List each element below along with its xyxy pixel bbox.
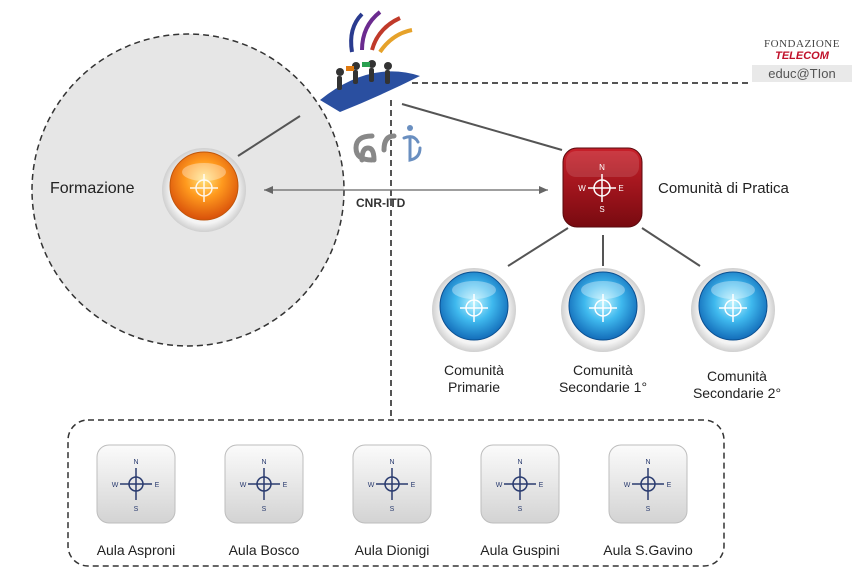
- compass-n: N: [645, 459, 650, 466]
- aula-label: Aula Bosco: [228, 542, 300, 558]
- aula-tile[interactable]: N S E W: [352, 444, 432, 524]
- secondarie2-label-line1: Comunità: [707, 368, 767, 384]
- compass-s: S: [390, 506, 395, 513]
- secondarie1-label-line1: Comunità: [573, 362, 633, 378]
- aula-label: Aula Asproni: [96, 542, 176, 558]
- compass-w: W: [368, 482, 375, 489]
- itd-people-logo: [320, 10, 420, 112]
- compass-icon: [376, 468, 408, 500]
- aula-label: Aula S.Gavino: [603, 542, 693, 558]
- compass-n: N: [133, 459, 138, 466]
- compass-w: W: [240, 482, 247, 489]
- aula-tile[interactable]: N S E W: [608, 444, 688, 524]
- secondarie1-node[interactable]: [561, 268, 645, 352]
- compass-icon: [248, 468, 280, 500]
- compass-s: S: [599, 205, 604, 214]
- arrowhead-right: [539, 186, 548, 194]
- primarie-label-line1: Comunità: [444, 362, 504, 378]
- compass-w: W: [112, 482, 119, 489]
- connector-logo-circle: [237, 115, 301, 157]
- compass-n: N: [261, 459, 266, 466]
- aula-label: Aula Guspini: [480, 542, 560, 558]
- secondarie1-label: Comunità Secondarie 1°: [538, 362, 668, 396]
- fondazione-line1: FONDAZIONE: [764, 38, 840, 50]
- primarie-label: Comunità Primarie: [414, 362, 534, 396]
- compass-n: N: [389, 459, 394, 466]
- comunita-pratica-label: Comunità di Pratica: [658, 180, 789, 197]
- aula-tile[interactable]: N S E W: [480, 444, 560, 524]
- secondarie2-node[interactable]: [691, 268, 775, 352]
- compass-s: S: [262, 506, 267, 513]
- aula-label: Aula Dionigi: [354, 542, 430, 558]
- secondarie2-label-line2: Secondarie 2°: [692, 385, 782, 401]
- compass-e: E: [283, 482, 288, 489]
- compass-s: S: [134, 506, 139, 513]
- aula-tile[interactable]: N S E W: [96, 444, 176, 524]
- compass-w: W: [624, 482, 631, 489]
- compass-icon: [719, 294, 747, 322]
- compass-icon: [504, 468, 536, 500]
- compass-e: E: [667, 482, 672, 489]
- compass-s: S: [646, 506, 651, 513]
- compass-s: S: [518, 506, 523, 513]
- connector-cdp-primarie: [507, 227, 569, 267]
- compass-icon: [589, 294, 617, 322]
- compass-w: W: [578, 184, 586, 193]
- compass-n: N: [599, 163, 605, 172]
- compass-w: W: [496, 482, 503, 489]
- compass-icon: [190, 174, 218, 202]
- formazione-label: Formazione: [50, 180, 135, 197]
- secondarie1-label-line2: Secondarie 1°: [558, 379, 648, 395]
- compass-e: E: [411, 482, 416, 489]
- primarie-node[interactable]: [432, 268, 516, 352]
- primarie-label-line2: Primarie: [447, 379, 501, 395]
- aula-tile[interactable]: N S E W: [224, 444, 304, 524]
- compass-icon: [120, 468, 152, 500]
- compass-e: E: [155, 482, 160, 489]
- compass-n: N: [517, 459, 522, 466]
- itd-small-logo: [402, 125, 422, 162]
- cnr-logo: [353, 133, 397, 163]
- cnr-itd-label: CNR-ITD: [356, 196, 406, 210]
- connector-cdp-secondarie2: [641, 227, 701, 267]
- compass-e: E: [539, 482, 544, 489]
- compass-e: E: [618, 184, 623, 193]
- connector-logo-cdp: [401, 103, 563, 151]
- compass-icon: [588, 174, 616, 202]
- aule-group-box: [67, 419, 725, 567]
- compass-icon: [460, 294, 488, 322]
- compass-icon: [632, 468, 664, 500]
- arrowhead-left: [264, 186, 273, 194]
- fondazione-line2: TELECOM: [775, 50, 829, 62]
- fondazione-logo: FONDAZIONE TELECOM educ@TIon: [752, 38, 852, 82]
- secondarie2-label: Comunità Secondarie 2°: [672, 368, 802, 402]
- fondazione-line3: educ@TIon: [752, 65, 852, 82]
